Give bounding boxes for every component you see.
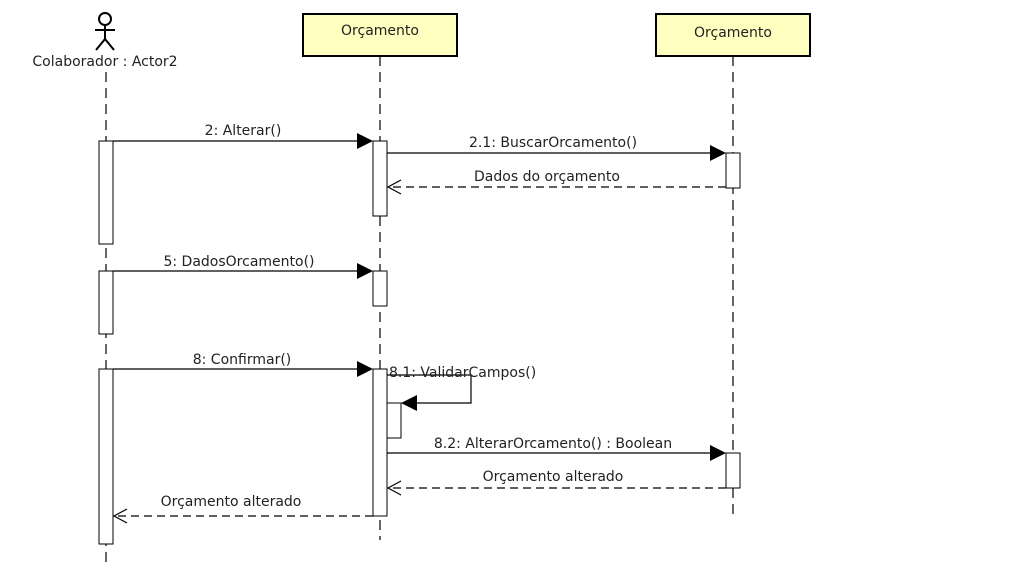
actor-label: Colaborador : Actor2 [32, 54, 177, 70]
message-alterar-label: 2: Alterar() [205, 123, 282, 139]
participant-label-orcamento-2: Orçamento [694, 25, 772, 41]
return-orcamento-alterado-1-label: Orçamento alterado [483, 469, 624, 485]
orcamento-1-self-activation [386, 402, 402, 439]
message-confirmar-label: 8: Confirmar() [193, 352, 292, 368]
participant-label-orcamento-1: Orçamento [341, 23, 419, 39]
message-validar-campos-label: 8.1: ValidarCampos() [389, 365, 536, 381]
message-dados-orcamento[interactable] [113, 263, 373, 279]
actor-activation-2 [98, 270, 114, 335]
message-alterar[interactable] [113, 133, 373, 149]
actor-icon [95, 12, 115, 51]
orcamento-2-activation-1 [725, 152, 741, 189]
orcamento-2-activation-2 [725, 452, 741, 489]
message-alterar-orcamento[interactable] [387, 445, 726, 461]
return-orcamento-alterado-2-label: Orçamento alterado [161, 494, 302, 510]
orcamento-1-activation-1 [372, 140, 388, 217]
message-dados-orcamento-label: 5: DadosOrcamento() [163, 254, 314, 270]
message-confirmar[interactable] [113, 361, 373, 377]
message-alterar-orcamento-label: 8.2: AlterarOrcamento() : Boolean [434, 436, 672, 452]
return-orcamento-alterado-1[interactable] [386, 480, 726, 496]
message-validar-campos[interactable] [387, 374, 472, 411]
actor-activation-1 [98, 140, 114, 245]
participant-box-orcamento-1[interactable] [302, 13, 458, 57]
participant-box-orcamento-2[interactable] [655, 13, 811, 57]
actor-activation-3 [98, 368, 114, 545]
message-buscar-orcamento-label: 2.1: BuscarOrcamento() [469, 135, 637, 151]
return-dados-orcamento-label: Dados do orçamento [474, 169, 620, 185]
return-dados-orcamento[interactable] [386, 179, 726, 195]
orcamento-1-activation-3 [372, 368, 388, 517]
return-orcamento-alterado-2[interactable] [112, 508, 373, 524]
orcamento-1-activation-2 [372, 270, 388, 307]
message-buscar-orcamento[interactable] [387, 145, 726, 161]
